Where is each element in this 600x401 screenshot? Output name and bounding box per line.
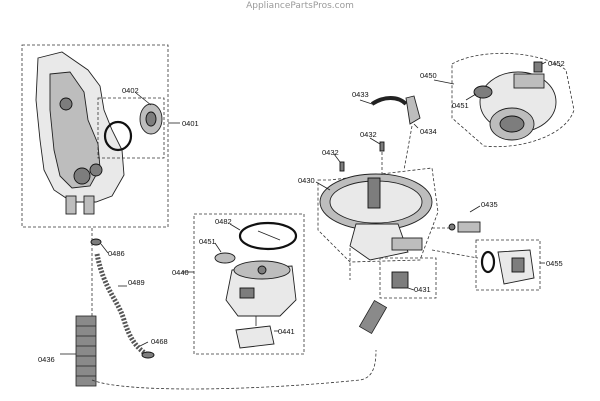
label-0486: 0486 [108,249,125,258]
leader-0451-pump [214,242,222,253]
label-0431: 0431 [414,285,431,294]
group-box-0440 [193,213,305,355]
alignment-line-bottom [91,349,377,390]
pump-0440 [225,265,297,317]
leader-0435 [469,205,481,213]
leader-0468 [139,341,149,347]
label-0489: 0489 [128,278,145,287]
valve-coil-0455 [511,257,525,273]
label-0432-right: 0432 [360,130,377,139]
label-0430: 0430 [298,176,315,185]
clip-0452 [533,61,543,73]
group-box-0402 [97,97,165,159]
sump-tower-0430 [367,177,381,209]
valve-core-0402 [145,111,157,127]
part-group-0430: 0430 0431 0432 0432 0433 0434 [298,90,498,335]
leader-0430 [315,181,331,191]
leader-0486 [100,243,109,254]
port-0401 [59,97,73,111]
leader-0432-right [369,137,381,145]
alignment-line-bracket [403,125,413,171]
leader-0431 [407,287,415,291]
seal-ring-0402 [103,120,133,152]
corrugated-hose-0436 [75,315,97,387]
part-group-0450: 0450 0451 0452 [420,52,575,148]
seal-0451-pump [214,252,236,264]
screw-0432-left [339,161,345,172]
label-0452: 0452 [548,59,565,68]
label-0455: 0455 [546,259,563,268]
label-0451-pump: 0451 [199,237,216,246]
leader-0450 [433,79,455,85]
oring-0455 [480,250,496,274]
hose-0489 [94,253,152,359]
label-0482: 0482 [215,217,232,226]
clamp-0433 [370,96,408,106]
sump-base-0430 [349,223,409,261]
drain-hose-group: 0486 0489 0468 0436 [38,228,377,390]
label-0432-left: 0432 [322,148,339,157]
sensor-0435 [457,221,481,233]
part-group-0455: 0455 [431,239,563,291]
group-outline-0450 [451,52,575,148]
leader-0432-left [333,153,341,163]
part-group-0440: 0440 0482 0451 0441 [172,213,305,355]
gasket-mark-0482 [257,230,281,241]
leader-0482 [229,223,241,231]
heater-pump-port-0450 [499,115,525,133]
screw-0432-right [379,141,385,152]
leader-0434 [413,123,419,129]
sensor-oring-0435 [448,223,456,231]
heater-pump-motor-0450 [513,73,545,89]
label-0468: 0468 [151,337,168,346]
seal-0451-heater [473,85,493,99]
nozzle-a-0401 [65,195,77,215]
label-0402: 0402 [122,86,139,95]
label-0450: 0450 [420,71,437,80]
drain-nozzle [358,299,388,335]
label-0433: 0433 [352,90,369,99]
bracket-0434 [405,95,421,125]
label-0401: 0401 [182,119,199,128]
alignment-line-0455 [431,249,479,259]
clip-0486 [90,238,102,246]
label-0440: 0440 [172,268,189,277]
label-0451-heater: 0451 [452,101,469,110]
leader-0451-heater [465,93,477,101]
motor-0441 [235,325,275,349]
label-0436: 0436 [38,355,55,364]
leader-0402 [135,92,152,106]
clamp-0468 [141,351,155,359]
label-0435: 0435 [481,200,498,209]
gasket-0482 [238,221,298,251]
watermark: AppliancePartsPros.com [246,1,354,11]
filter-0431 [391,271,409,289]
outlet-0401 [73,167,91,185]
group-box-0431 [379,257,437,299]
group-box-0455 [475,239,541,291]
part-group-0401: 0402 0401 [21,44,199,228]
nozzle-b-0401 [83,195,95,215]
leader-0433 [359,99,373,105]
label-0434: 0434 [420,127,437,136]
label-0441: 0441 [278,327,295,336]
leader-0452 [541,61,547,65]
group-box-0401 [21,44,169,228]
outlet-b-0401 [89,163,103,177]
sump-outlet-0430 [391,237,423,251]
pump-terminal-0440 [239,287,255,299]
pump-hub-0440 [257,265,267,275]
